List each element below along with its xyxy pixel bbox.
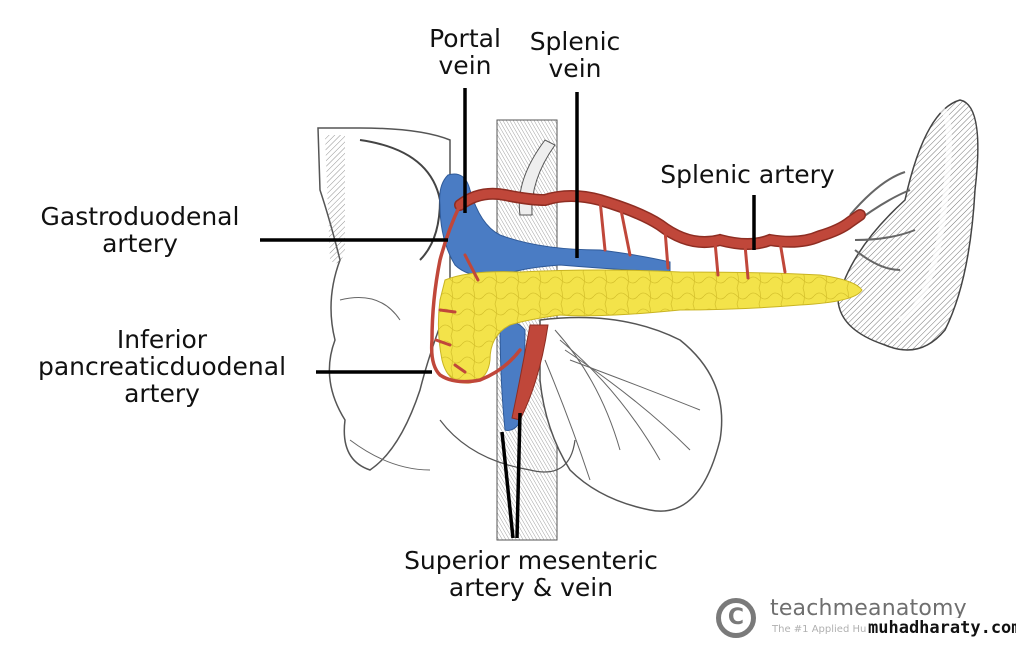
- label-ipd-line3: artery: [124, 379, 200, 408]
- label-superior-mesenteric: Superior mesenteric artery & vein: [386, 547, 676, 601]
- label-splenic-vein-line1: Splenic: [529, 27, 621, 56]
- spleen-sketch: [837, 99, 979, 351]
- label-ipd-line2: pancreaticduodenal: [37, 352, 287, 381]
- arteries: [429, 187, 866, 421]
- label-portal-vein: Portal vein: [420, 25, 510, 79]
- label-splenic-vein: Splenic vein: [522, 28, 628, 82]
- label-sm-line2: artery & vein: [448, 573, 614, 602]
- copyright-icon: C: [716, 598, 756, 638]
- label-gastroduodenal-line1: Gastroduodenal: [40, 202, 240, 231]
- label-gastroduodenal-artery: Gastroduodenal artery: [22, 203, 258, 257]
- superior-mesenteric-leader-b: [515, 412, 522, 539]
- label-sm-line1: Superior mesenteric: [404, 546, 658, 575]
- label-splenic-vein-line2: vein: [548, 54, 602, 83]
- label-splenic-artery: Splenic artery: [660, 160, 835, 189]
- watermark-site: muhadharaty.com: [866, 618, 1016, 638]
- label-portal-vein-line1: Portal: [429, 24, 501, 53]
- gastroduodenal-artery: [429, 203, 522, 384]
- mesentery-sketch: [439, 316, 723, 512]
- label-gastroduodenal-line2: artery: [102, 229, 178, 258]
- superior-mesenteric-leader-a: [500, 431, 515, 539]
- duodenum-sketch: [317, 127, 451, 471]
- watermark-brand: teachmeanatomy: [770, 596, 967, 621]
- label-ipd-line1: Inferior: [116, 325, 208, 354]
- label-inferior-pancreaticoduodenal-artery: Inferior pancreaticduodenal artery: [24, 326, 300, 407]
- watermark-tagline: The #1 Applied Hum: [772, 624, 877, 635]
- label-portal-vein-line2: vein: [438, 51, 492, 80]
- leader-lines: [260, 88, 756, 539]
